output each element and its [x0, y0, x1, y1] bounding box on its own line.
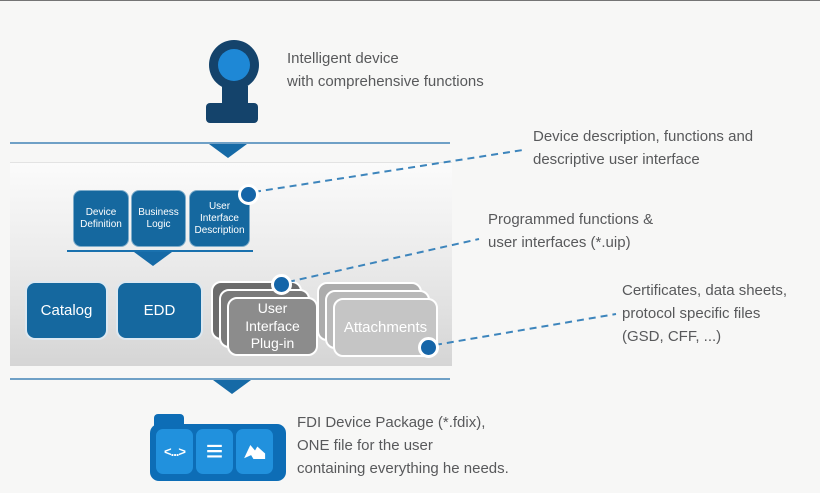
package-caption-line1: FDI Device Package (*.fdix), — [297, 414, 486, 431]
annotation3-line3: (GSD, CFF, ...) — [622, 328, 722, 345]
device-lens-icon — [218, 49, 250, 81]
box-edd-label: EDD — [143, 302, 176, 319]
list-glyph: ≡ — [205, 434, 224, 468]
list-file-icon: ≡ — [196, 429, 233, 474]
annotation1-line1: Device description, functions and — [533, 128, 754, 145]
down-arrow-bottom-icon — [213, 380, 251, 394]
device-caption: Intelligent device with comprehensive fu… — [287, 47, 484, 93]
box-edd: EDD — [116, 281, 203, 340]
annotation-programmed-functions: Programmed functions & user interfaces (… — [488, 208, 653, 254]
package-caption: FDI Device Package (*.fdix), ONE file fo… — [297, 411, 509, 480]
callout-dot-2 — [271, 274, 292, 295]
box-user-interface-description: User Interface Description — [189, 190, 250, 247]
annotation-certificates: Certificates, data sheets, protocol spec… — [622, 279, 787, 348]
down-arrow-top-icon — [209, 144, 247, 158]
bent-arrow-icon — [243, 444, 265, 459]
box-user-interface-description-label: User Interface Description — [194, 200, 245, 236]
box-business-logic: Business Logic — [131, 190, 186, 247]
callout-line-3 — [434, 313, 617, 346]
callout-dot-3 — [418, 337, 439, 358]
separator-line-top — [10, 142, 450, 144]
attachment-file-icon — [236, 429, 273, 474]
annotation2-line1: Programmed functions & — [488, 211, 654, 228]
source-boxes-underline — [67, 250, 253, 252]
device-stem-icon — [222, 86, 248, 106]
callout-dot-1 — [238, 184, 259, 205]
box-device-definition: Device Definition — [73, 190, 129, 247]
device-head-icon — [209, 40, 259, 90]
box-user-interface-plugin-label: User Interface Plug-in — [245, 300, 300, 352]
annotation2-line2: user interfaces (*.uip) — [488, 234, 631, 251]
box-business-logic-label: Business Logic — [138, 206, 179, 230]
box-attachments-label: Attachments — [343, 319, 428, 336]
package-caption-line3: containing everything he needs. — [297, 460, 509, 477]
package-caption-line2: ONE file for the user — [297, 437, 433, 454]
top-border-line — [0, 0, 820, 1]
device-base-icon — [206, 103, 258, 123]
annotation-device-description: Device description, functions and descri… — [533, 125, 753, 171]
box-catalog-label: Catalog — [40, 302, 93, 319]
box-catalog: Catalog — [25, 281, 108, 340]
box-user-interface-plugin: User Interface Plug-in — [227, 297, 318, 356]
annotation1-line2: descriptive user interface — [533, 151, 700, 168]
box-device-definition-label: Device Definition — [80, 206, 122, 230]
device-caption-line1: Intelligent device — [287, 50, 399, 67]
annotation3-line1: Certificates, data sheets, — [622, 282, 788, 299]
separator-line-bottom — [10, 378, 450, 380]
folder-body-icon: <...> ≡ — [150, 424, 286, 481]
down-arrow-panel-icon — [134, 252, 172, 266]
code-file-icon: <...> — [156, 429, 193, 474]
device-caption-line2: with comprehensive functions — [287, 73, 484, 90]
code-glyph: <...> — [163, 444, 186, 459]
annotation3-line2: protocol specific files — [622, 305, 761, 322]
